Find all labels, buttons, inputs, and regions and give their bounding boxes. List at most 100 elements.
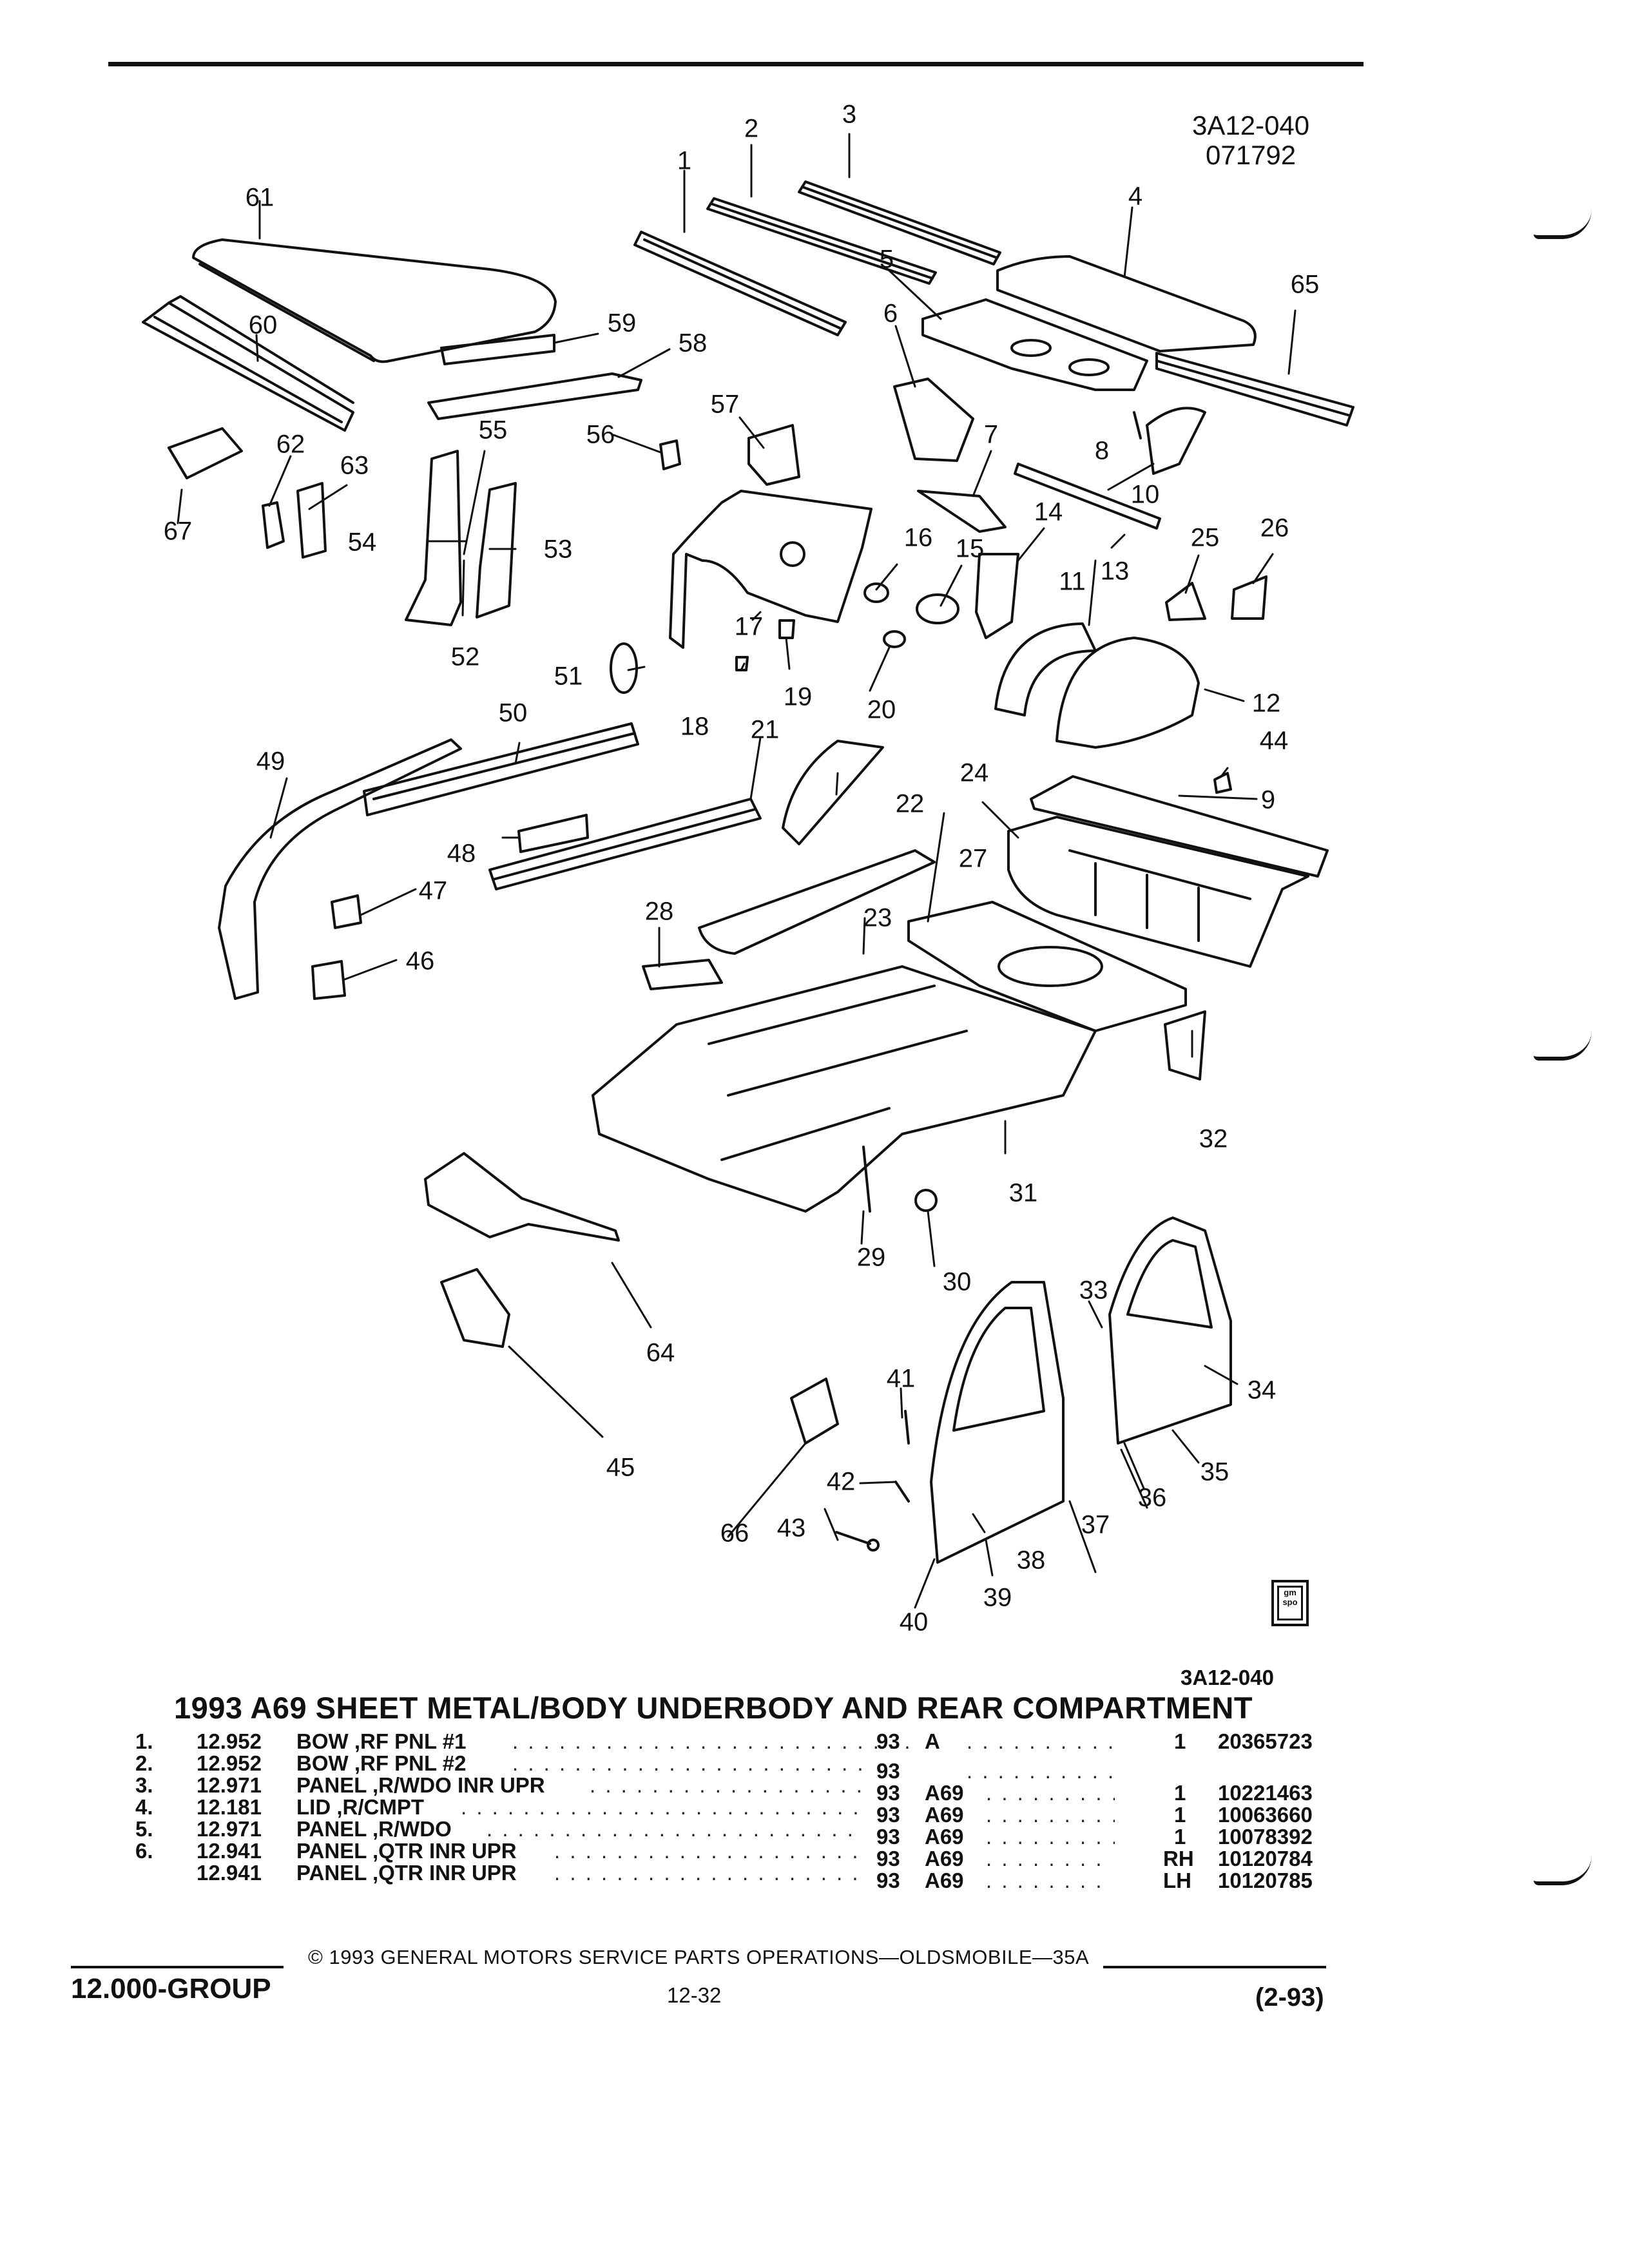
page-number: 12-32 xyxy=(667,1983,722,2007)
figure-date: 071792 xyxy=(1206,140,1296,170)
year: 93 xyxy=(876,1847,900,1870)
year: 93 xyxy=(876,1825,900,1849)
model: A69 xyxy=(925,1825,964,1849)
callout-16: 16 xyxy=(903,523,933,552)
callout-11: 11 xyxy=(1059,567,1086,596)
callout-65: 65 xyxy=(1290,270,1320,299)
callout-17: 17 xyxy=(734,612,764,641)
year: 93 xyxy=(876,1869,900,1892)
binder-mark xyxy=(1534,1856,1592,1885)
leader-dots: . . . . . . . . . . . . . . . . . . . . … xyxy=(512,1751,865,1775)
callout-24: 24 xyxy=(959,758,989,787)
quantity: 1 xyxy=(1174,1781,1186,1805)
date-code: (2-93) xyxy=(1255,1983,1324,2012)
group-number: 12.971 xyxy=(197,1817,262,1841)
part-7-bracket xyxy=(917,490,1007,533)
callout-27: 27 xyxy=(958,844,988,873)
part-description: PANEL ,R/WDO xyxy=(296,1817,452,1841)
part-65-rail xyxy=(1155,352,1354,427)
part-description: PANEL ,R/WDO INR UPR xyxy=(296,1773,545,1797)
model: A69 xyxy=(925,1869,964,1892)
callout-8: 8 xyxy=(1094,436,1110,465)
quantity: 1 xyxy=(1174,1729,1186,1753)
callout-49: 49 xyxy=(256,747,285,776)
figure-ref: 3A12-040 xyxy=(1181,1666,1274,1689)
leader-dots: . . . . . . . . . . . . . . . . . . . . xyxy=(554,1861,860,1885)
leader-dots: . . . . . . . . . xyxy=(986,1847,1108,1870)
part-42-fastener xyxy=(894,1481,910,1503)
part-29-plug xyxy=(862,1146,871,1213)
leader-dots: . . . . . . . . . xyxy=(986,1781,1115,1805)
group-number: 12.971 xyxy=(197,1773,262,1797)
group-number: 12.952 xyxy=(197,1729,262,1753)
part-61-roof-panel xyxy=(192,238,557,363)
part-number: 10221463 xyxy=(1218,1781,1313,1805)
model: A69 xyxy=(925,1803,964,1827)
callout-18: 18 xyxy=(680,712,709,741)
part-48-bracket xyxy=(517,814,589,853)
part-28-bracket xyxy=(642,959,723,990)
part-26-bracket xyxy=(1231,575,1268,620)
part-39-front-door xyxy=(930,1281,1065,1564)
part-2-roof-bow xyxy=(706,197,937,285)
item-number: 3. xyxy=(135,1773,153,1797)
part-36-rear-door xyxy=(1108,1216,1232,1445)
part-24-rear-end-panel xyxy=(1007,816,1309,968)
part-13-wheelhouse xyxy=(994,622,1097,716)
item-number: 2. xyxy=(135,1751,153,1775)
part-number: 10063660 xyxy=(1218,1803,1313,1827)
part-5-rear-window-panel xyxy=(921,298,1148,391)
callout-34: 34 xyxy=(1247,1376,1277,1405)
group-number: 12.941 xyxy=(197,1839,262,1863)
part-43-bolt xyxy=(835,1531,880,1552)
document-title: 1993 A69 SHEET METAL/BODY UNDERBODY AND … xyxy=(174,1691,1253,1725)
part-3-window-panel xyxy=(798,180,1001,265)
part-56-bracket xyxy=(659,439,681,470)
part-59-header xyxy=(440,334,555,365)
part-description: BOW ,RF PNL #2 xyxy=(296,1751,467,1775)
callout-53: 53 xyxy=(543,535,573,564)
callout-52: 52 xyxy=(450,642,480,671)
part-19-clip xyxy=(778,619,795,639)
leader-dots: . . . . . . . . . xyxy=(986,1825,1115,1849)
leader-dots: . . . . . . . . . xyxy=(986,1803,1115,1827)
callout-59: 59 xyxy=(607,309,637,338)
callout-64: 64 xyxy=(646,1338,675,1367)
year: 93 xyxy=(876,1729,900,1753)
quantity: LH xyxy=(1163,1869,1191,1892)
figure-code: 3A12-040 xyxy=(1192,110,1310,140)
part-64-brace xyxy=(424,1152,620,1242)
part-number: 20365723 xyxy=(1218,1729,1313,1753)
callout-66: 66 xyxy=(720,1519,749,1548)
part-description: PANEL ,QTR INR UPR xyxy=(296,1839,517,1863)
callout-35: 35 xyxy=(1200,1457,1229,1486)
callout-45: 45 xyxy=(606,1453,635,1482)
leader-dots: . . . . . . . . . . . xyxy=(967,1759,1115,1783)
parts-row-3: 3. 12.971 PANEL ,R/WDO INR UPR . . . . .… xyxy=(135,1773,1334,1805)
callout-61: 61 xyxy=(245,183,275,212)
parts-row-1: 1. 12.952 BOW ,RF PNL #1 . . . . . . . .… xyxy=(135,1729,1334,1753)
callout-47: 47 xyxy=(418,876,448,905)
item-number: 1. xyxy=(135,1729,153,1753)
part-21-rocker-panel xyxy=(488,798,762,890)
part-14-bracket xyxy=(975,553,1019,639)
callout-37: 37 xyxy=(1081,1510,1110,1539)
part-51-vent xyxy=(610,642,638,694)
part-18-clip xyxy=(735,656,749,671)
callout-23: 23 xyxy=(863,903,892,932)
year: 93 xyxy=(876,1803,900,1827)
callout-43: 43 xyxy=(776,1514,806,1542)
callout-6: 6 xyxy=(883,299,898,328)
quantity: 1 xyxy=(1174,1803,1186,1827)
part-number: 10078392 xyxy=(1218,1825,1313,1849)
part-50-roof-rail-inner xyxy=(363,722,639,816)
callout-51: 51 xyxy=(554,662,583,691)
callout-3: 3 xyxy=(842,100,857,129)
part-58-header xyxy=(427,372,642,420)
parts-row-7: 12.941 PANEL ,QTR INR UPR . . . . . . . … xyxy=(135,1861,1334,1892)
callout-26: 26 xyxy=(1260,514,1289,543)
part-41-fastener xyxy=(904,1410,910,1445)
part-10-hinge xyxy=(1146,407,1206,475)
leader-dots: . . . . . . . . . . . . . . . . . . . . … xyxy=(512,1729,912,1753)
callout-63: 63 xyxy=(340,451,369,480)
